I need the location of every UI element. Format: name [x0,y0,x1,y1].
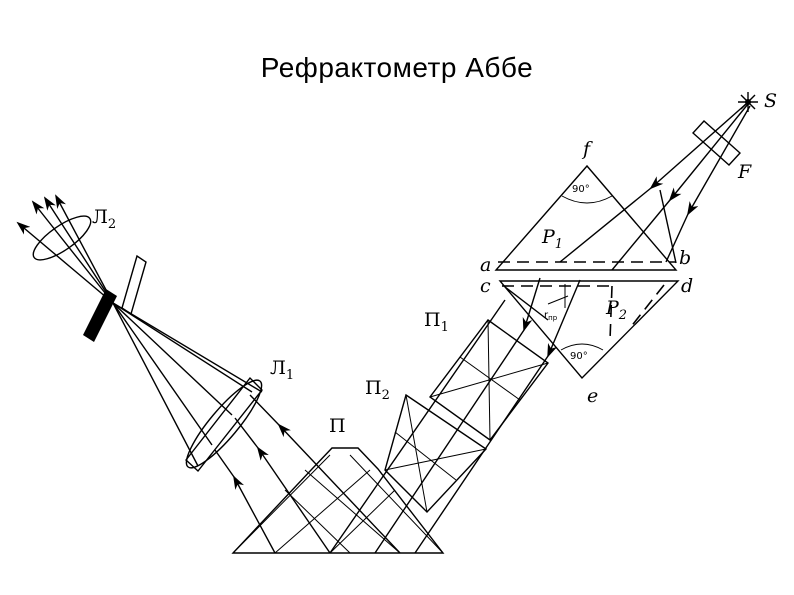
label-b: b [679,247,691,269]
eyepiece-rays [16,194,114,304]
label-Pi1: П1 [424,309,449,335]
label-angle-top: 90° [572,184,590,195]
eyepiece-lens-L2 [32,215,92,261]
objective-lens-L1 [185,376,263,473]
light-source-star-icon [738,92,758,112]
label-S: S [764,90,777,112]
label-Pi2: П2 [365,377,390,403]
compensator-prism-Pi1 [429,319,549,441]
label-angle-r: rпр [544,310,558,322]
label-F: F [737,161,752,183]
label-d: d [681,275,693,297]
label-P1: P1 [541,226,563,252]
scale-plate [83,254,147,342]
label-f: f [581,138,593,160]
converging-rays [112,302,263,467]
label-a: a [480,254,491,276]
incident-rays [504,103,751,358]
reflecting-prism-Pi [231,447,445,554]
prism-P2 [498,280,680,380]
objective-rays [214,394,401,554]
compensator-prism-Pi2 [384,393,488,514]
filter-F [692,120,741,166]
label-L2: Л2 [92,206,116,232]
compensator-rays [329,299,549,554]
slide-title: Рефрактометр Аббе [260,52,534,83]
label-L1: Л1 [270,357,294,383]
label-c: c [480,275,491,297]
label-e: e [587,385,598,407]
label-P2: P2 [605,297,627,323]
label-angle-bottom: 90° [570,351,588,362]
label-Pi: П [329,415,346,437]
prism-P1 [494,164,678,271]
